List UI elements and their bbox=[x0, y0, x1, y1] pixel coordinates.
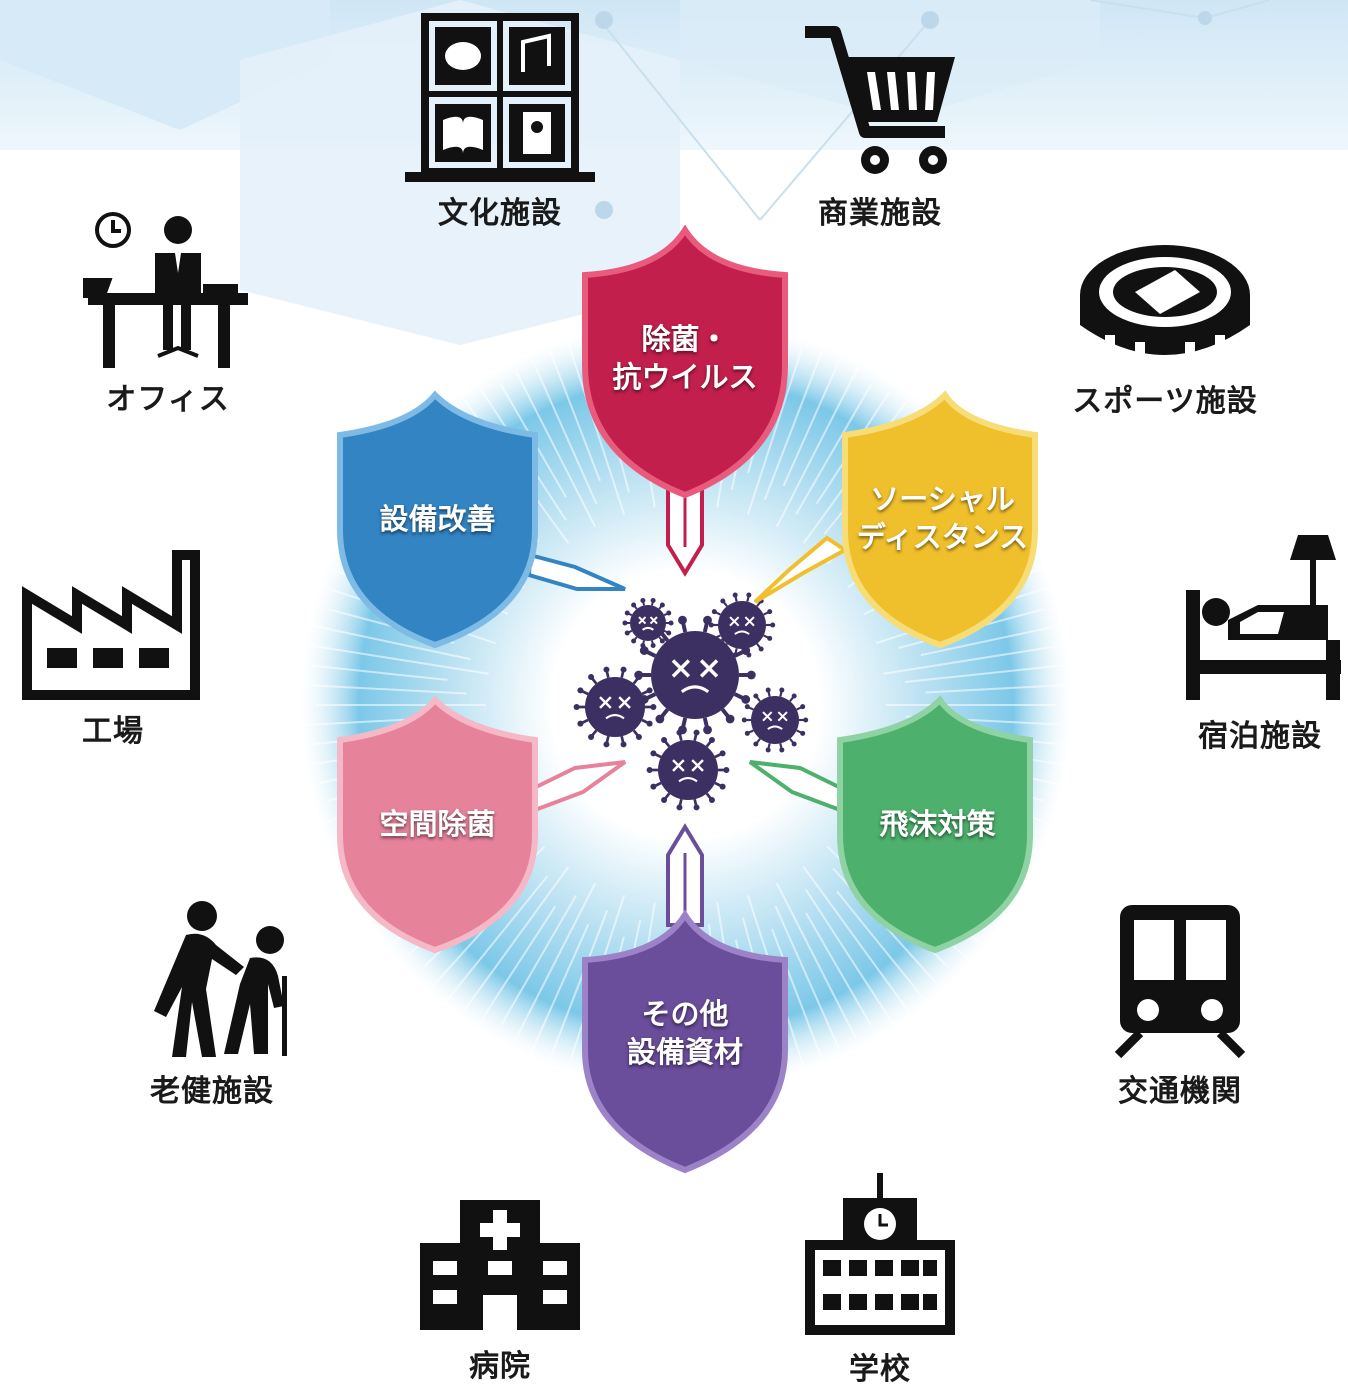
facility-label: 老健施設 bbox=[150, 1074, 274, 1109]
virus-icon bbox=[573, 666, 657, 748]
burst-ray bbox=[515, 371, 597, 528]
shield-shape bbox=[582, 225, 788, 577]
burst-ray bbox=[444, 875, 549, 1003]
bed-icon bbox=[1185, 535, 1341, 700]
shield-shape bbox=[337, 695, 627, 954]
museum-window-icon bbox=[405, 13, 595, 182]
shopping-cart-icon bbox=[805, 26, 955, 174]
facility-label: 学校 bbox=[849, 1352, 911, 1387]
train-icon bbox=[1114, 905, 1246, 1059]
burst-ray bbox=[308, 644, 489, 675]
shield-label-line1: 設備改善 bbox=[379, 502, 496, 536]
shield-other: その他 設備資材 bbox=[580, 815, 790, 1175]
facility-culture: 文化施設 bbox=[400, 12, 600, 232]
facility-label: 工場 bbox=[82, 714, 144, 749]
shield-disinfection: 除菌・ 抗ウイルス bbox=[580, 225, 790, 585]
burst-ray bbox=[802, 866, 912, 1015]
virus-icon bbox=[622, 598, 674, 648]
facility-elderly: 老健施設 bbox=[112, 900, 312, 1110]
shield-droplet: 飛沫対策 bbox=[745, 695, 1045, 955]
elderly-care-icon bbox=[154, 901, 287, 1057]
hospital-icon bbox=[420, 1200, 580, 1330]
burst-ray bbox=[804, 888, 898, 1030]
facility-label: オフィス bbox=[106, 382, 230, 417]
facility-commercial: 商業施設 bbox=[790, 12, 970, 232]
burst-ray bbox=[308, 623, 472, 661]
facility-label: スポーツ施設 bbox=[1072, 384, 1258, 419]
burst-ray bbox=[565, 337, 626, 516]
shield-label-line2: 設備資材 bbox=[626, 1035, 743, 1069]
facility-label: 交通機関 bbox=[1118, 1074, 1242, 1109]
facility-school: 学校 bbox=[785, 1168, 975, 1388]
shield-label-line2: 抗ウイルス bbox=[612, 360, 758, 394]
burst-ray bbox=[481, 905, 557, 1020]
facility-factory: 工場 bbox=[18, 550, 208, 750]
burst-ray bbox=[883, 644, 1060, 675]
shield-space: 空間除菌 bbox=[330, 695, 630, 955]
burst-ray bbox=[775, 882, 857, 1039]
facility-sports: スポーツ施設 bbox=[1060, 240, 1270, 420]
facility-label: 商業施設 bbox=[818, 196, 942, 231]
burst-ray bbox=[531, 359, 598, 505]
school-icon bbox=[805, 1173, 955, 1335]
burst-ray bbox=[509, 882, 597, 1050]
burst-ray bbox=[925, 683, 1072, 694]
virus-icon bbox=[646, 729, 730, 811]
shield-equipment: 設備改善 bbox=[330, 390, 630, 650]
burst-ray bbox=[500, 895, 577, 1026]
virus-icon bbox=[741, 687, 809, 753]
shield-shape bbox=[337, 390, 626, 649]
shield-shape bbox=[753, 390, 1038, 649]
burst-ray bbox=[312, 684, 467, 695]
virus-cluster bbox=[573, 592, 809, 811]
facility-label: 病院 bbox=[469, 1349, 531, 1384]
burst-ray bbox=[771, 928, 824, 1062]
facility-hospital: 病院 bbox=[405, 1195, 595, 1385]
office-worker-icon bbox=[83, 212, 248, 368]
burst-ray bbox=[309, 664, 448, 681]
burst-ray bbox=[795, 384, 872, 515]
burst-ray bbox=[775, 360, 863, 528]
shield-shape bbox=[748, 695, 1033, 954]
stadium-icon bbox=[1080, 245, 1250, 358]
factory-icon bbox=[21, 550, 200, 700]
burst-ray bbox=[549, 910, 609, 1059]
facility-transport: 交通機関 bbox=[1100, 900, 1260, 1110]
shield-label-line1: 空間除菌 bbox=[379, 807, 496, 841]
facility-office: オフィス bbox=[78, 208, 258, 418]
shield-label-line2: ディスタンス bbox=[856, 520, 1029, 554]
shield-label-line1: その他 bbox=[641, 997, 729, 1031]
burst-ray bbox=[782, 355, 843, 487]
burst-ray bbox=[920, 626, 1053, 657]
burst-ray bbox=[805, 912, 872, 1026]
shield-label-line1: 除菌・ bbox=[641, 322, 729, 356]
burst-ray bbox=[746, 348, 803, 516]
shield-shape bbox=[582, 823, 788, 1174]
burst-ray bbox=[548, 348, 601, 482]
burst-ray bbox=[463, 866, 570, 1012]
facility-label: 文化施設 bbox=[438, 196, 562, 231]
burst-ray bbox=[763, 351, 823, 500]
burst-ray bbox=[836, 890, 925, 1000]
shield-label-line1: ソーシャル bbox=[870, 482, 1015, 516]
burst-ray bbox=[904, 664, 1067, 683]
virus-icon bbox=[708, 592, 776, 658]
shield-distance: ソーシャル ディスタンス bbox=[750, 390, 1050, 650]
facility-lodging: 宿泊施設 bbox=[1175, 530, 1345, 755]
shield-label-line1: 飛沫対策 bbox=[879, 807, 996, 841]
facility-label: 宿泊施設 bbox=[1198, 719, 1322, 754]
virus-icon bbox=[634, 615, 756, 735]
burst-ray bbox=[774, 905, 841, 1051]
burst-ray bbox=[529, 923, 590, 1055]
